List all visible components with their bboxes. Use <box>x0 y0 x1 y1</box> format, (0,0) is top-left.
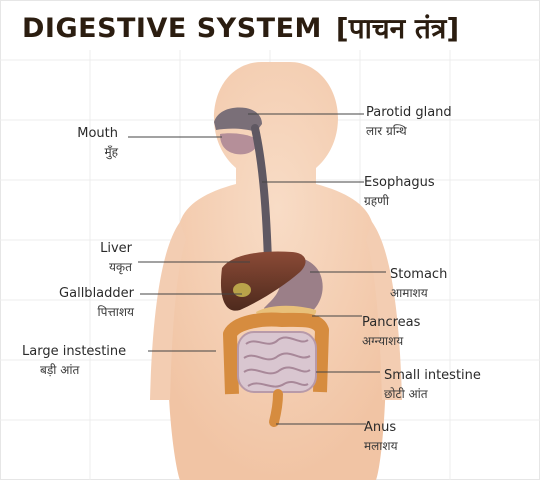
label-liver: Liver यकृत <box>76 239 132 277</box>
label-esophagus: Esophagus ग्रहणी <box>364 173 435 211</box>
left-arm <box>150 222 186 400</box>
label-liver-en: Liver <box>100 241 132 256</box>
label-esophagus-hi: ग्रहणी <box>364 194 389 208</box>
label-liver-hi: यकृत <box>108 260 132 274</box>
leader-lines <box>128 113 386 425</box>
label-parotid-en: Parotid gland <box>366 105 452 120</box>
rectum-organ <box>269 389 283 427</box>
label-mouth-hi: मुँह <box>104 145 118 159</box>
title-hindi: [पाचन तंत्र] <box>335 12 460 45</box>
gallbladder-organ <box>233 283 251 297</box>
esophagus-tube <box>251 124 272 266</box>
label-parotid: Parotid gland लार ग्रन्थि <box>366 103 452 141</box>
label-large-intestine-en: Large instestine <box>22 344 127 359</box>
label-stomach: Stomach आमाशय <box>390 265 447 303</box>
label-gallbladder-en: Gallbladder <box>59 286 134 301</box>
label-small-intestine-en: Small intestine <box>384 368 481 383</box>
label-large-intestine-hi: बड़ी आंत <box>40 363 80 377</box>
label-pancreas-en: Pancreas <box>362 315 421 330</box>
label-stomach-hi: आमाशय <box>390 286 428 300</box>
label-large-intestine: Large instestine बड़ी आंत <box>22 342 126 380</box>
label-gallbladder: Gallbladder पित्ताशय <box>30 284 134 322</box>
label-pancreas: Pancreas अग्न्याशय <box>362 313 420 351</box>
label-small-intestine-hi: छोटी आंत <box>384 387 428 401</box>
large-intestine-organ <box>223 312 329 395</box>
label-anus-hi: मलाशय <box>364 439 398 453</box>
small-intestine-coils <box>243 336 311 388</box>
label-esophagus-en: Esophagus <box>364 175 435 190</box>
label-anus: Anus मलाशय <box>364 418 398 456</box>
label-parotid-hi: लार ग्रन्थि <box>366 124 407 138</box>
page-title: DIGESTIVE SYSTEM [पाचन तंत्र] <box>22 8 459 48</box>
label-mouth-en: Mouth <box>77 126 118 141</box>
label-small-intestine: Small intestine छोटी आंत <box>384 366 481 404</box>
label-gallbladder-hi: पित्ताशय <box>97 305 134 319</box>
label-mouth: Mouth मुँह <box>58 124 118 162</box>
label-pancreas-hi: अग्न्याशय <box>362 334 404 348</box>
label-anus-en: Anus <box>364 420 397 435</box>
title-english: DIGESTIVE SYSTEM <box>22 12 322 44</box>
right-arm <box>366 222 402 400</box>
oral-cavity <box>220 133 258 155</box>
label-stomach-en: Stomach <box>390 267 448 282</box>
